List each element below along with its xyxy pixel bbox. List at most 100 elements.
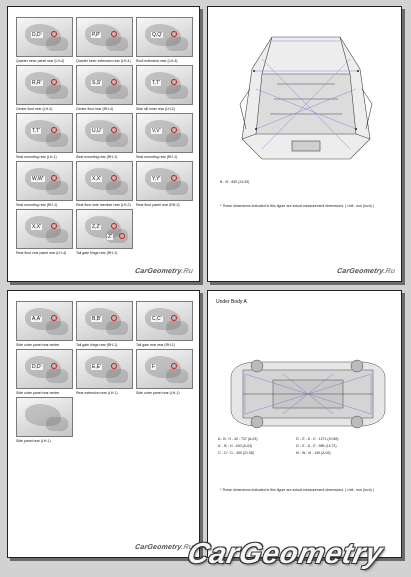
page-title: Under Body A [216,299,247,305]
point-label: X,X' [91,176,103,182]
point-label: D,D' [31,32,43,38]
photo-cell: X,X' Rear floor side member rear (LH-2) [76,161,133,209]
dimension-note: B - B' : 830 (24.93) [220,180,250,184]
point-label: A,A' [31,316,43,322]
site-watermark: CarGeometry [184,538,387,570]
measure-point-marker [111,315,117,321]
measurement-photo: Z,Z' Z' [76,209,133,249]
measurement-photo: A,A' [16,301,73,341]
under-body-diagram [230,359,386,429]
photo-cell: T,T' Side sill inner rear (LH-2) [136,65,193,113]
measurement-photo: Y,Y' [136,161,193,201]
photo-cell: X,X' Rear floor rear panel rear (LH-4) [16,209,73,257]
photo-caption: Seat mounting rear (RH-1) [16,203,58,207]
measure-point-marker [51,127,57,133]
measure-point-marker [111,79,117,85]
measure-point-marker [171,127,177,133]
point-label: T,T' [151,80,161,86]
photo-caption: Center floor rear (RH-4) [76,107,113,111]
photo-cell: R,R' Center floor rear (LH-4) [16,65,73,113]
point-label: Y,Y' [151,176,162,182]
photo-caption: Side sill inner rear (LH-2) [136,107,175,111]
measure-point-marker [111,127,117,133]
rear-body-3d-diagram [239,36,373,160]
page-watermark: CarGeometry.Ru [134,268,194,275]
photo-caption: Side outer panel rear center [16,391,60,395]
measure-point-marker [171,315,177,321]
measure-point-marker [111,175,117,181]
measure-point-marker [51,315,57,321]
measure-point-marker [171,363,177,369]
photo-caption: Rear floor rear panel rear (LH-4) [16,251,67,255]
point-label: W,W' [31,176,45,182]
measure-point-marker [51,363,57,369]
measurement-photo: T,T' [16,113,73,153]
page-watermark: CarGeometry.Ru [336,268,396,275]
photo-cell: E,E'Rear extension rear (LH-1) [76,349,133,397]
photo-caption: Rear floor panel rear (RH-2) [136,203,180,207]
measure-point-marker [51,223,57,229]
photo-cell: S,S' Center floor rear (RH-4) [76,65,133,113]
photo-cell: Side panel rear (LH-1) [16,397,73,445]
measurement-photo: F [136,349,193,389]
photo-cell: D,D' Side outer panel rear center [16,349,73,397]
photo-caption: Roof extension rear (LH-4) [136,59,178,63]
photo-caption: Side outer panel rear (LH-1) [136,391,180,395]
point-label: X,X' [31,224,43,230]
point-label: E,E' [91,364,103,370]
measurement-photo: R,R' [16,65,73,105]
legend-entry: A' - B' : H - 400 (A-03) [218,444,253,448]
measurement-photo: D,D' [16,349,73,389]
photo-caption: Seat mounting rear (RH-1) [76,155,118,159]
photo-caption: Quarter inner extension rear (LH-4) [76,59,131,63]
point-label: T,T' [31,128,41,134]
measurement-photo: Q,Q' [136,17,193,57]
point-label: U,U' [91,128,103,134]
unit-note: * These dimensions indicated in this fig… [220,488,374,492]
measure-point-marker [111,31,117,37]
point-label: S,S' [91,80,103,86]
measure-point-marker [119,233,125,239]
legend-entry: D' - E - D - E : 985 (14.72) [296,444,337,448]
measure-point-marker [51,79,57,85]
photo-caption: Tail gate hinge rear (RH-1) [76,343,118,347]
measurement-photo: W,W' [16,161,73,201]
photo-cell: Y,Y' Rear floor panel rear (RH-2) [136,161,193,209]
photo-cell: C,C'Tail gate rear rear (RH-1) [136,301,193,349]
measure-point-marker [51,175,57,181]
measure-point-marker [111,223,117,229]
measurement-photo: X,X' [76,161,133,201]
photo-caption: Rear floor side member rear (LH-2) [76,203,131,207]
point-label: Z' [107,234,114,240]
photo-caption: Side panel rear (LH-1) [16,439,51,443]
photo-cell: Z,Z' Z' Tail gate hinge rear (RH-1) [76,209,133,257]
photo-grid: D,D'Quarter inner panel rear (LH-4) P,P' Q… [16,17,193,257]
point-label: Z,Z' [91,224,102,230]
measurement-photo: X,X' [16,209,73,249]
measure-point-marker [111,363,117,369]
measurement-photo: U,U' [76,113,133,153]
measurement-photo: B,B' [76,301,133,341]
photo-cell: A,A'Side outer panel rear center [16,301,73,349]
photo-cell: D,D'Quarter inner panel rear (LH-4) [16,17,73,65]
legend-entry: A - B : H - 40 : 737 (A-03) [218,437,258,441]
photo-cell: P,P' Quarter inner extension rear (LH-4) [76,17,133,65]
photo-caption: Center floor rear (LH-4) [16,107,53,111]
legend-entry: M - W : M - 190 (A.05) [296,451,331,455]
photo-caption: Seat mounting rear (LH-1) [16,155,57,159]
point-label: D,D' [31,364,43,370]
photo-caption: Tail gate hinge rear (RH-1) [76,251,118,255]
point-label: B,B' [91,316,103,322]
photo-caption: Seat mounting rear (RH-1) [136,155,178,159]
point-label: P,P' [91,32,102,38]
page-rear-body-photos: D,D'Quarter inner panel rear (LH-4) P,P' Q… [7,6,200,282]
photo-cell: U,U' Seat mounting rear (RH-1) [76,113,133,161]
point-label: V,V' [151,128,162,134]
dimension-legend: A - B : H - 40 : 737 (A-03) D' - E - D - … [218,437,364,455]
unit-note: * These dimensions indicated in this fig… [220,204,374,208]
measurement-photo: T,T' [136,65,193,105]
photo-cell: V,V' Seat mounting rear (RH-1) [136,113,193,161]
measurement-photo [16,397,73,437]
